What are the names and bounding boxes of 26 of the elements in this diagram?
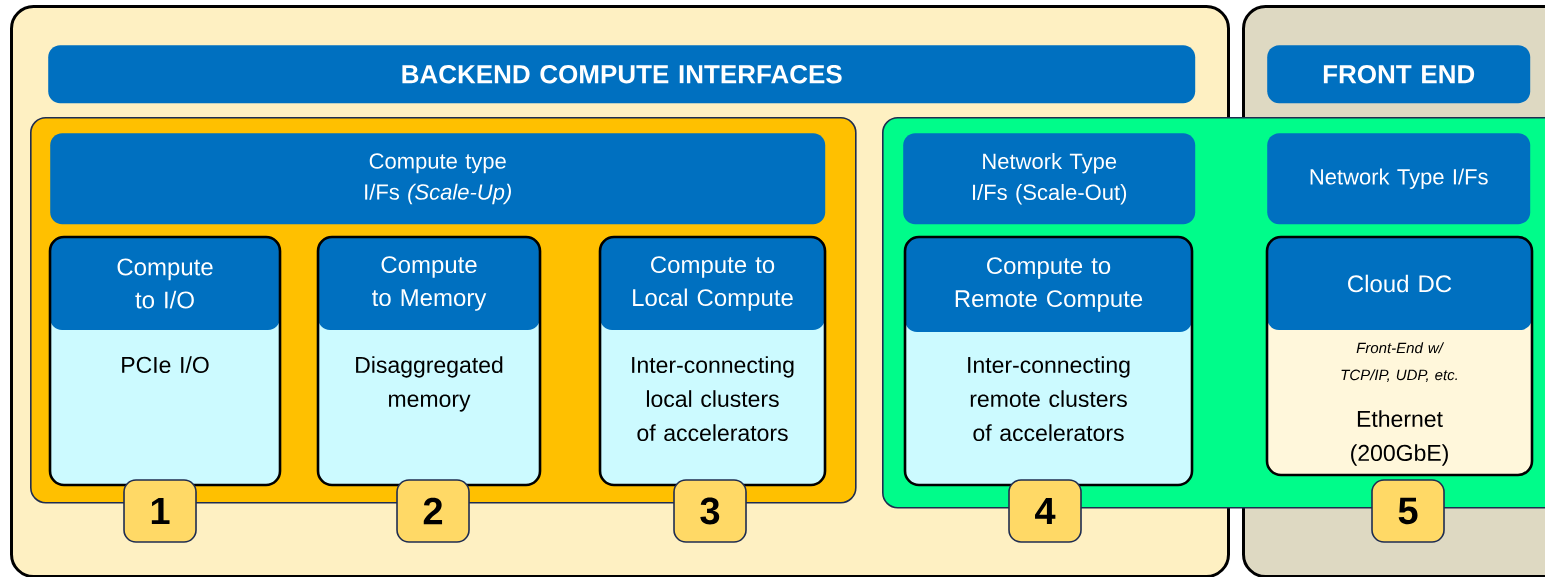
card xyxy=(1265,235,1534,477)
header-bar: Network Type I/Fs xyxy=(1267,133,1531,225)
card-title: Compute to Local Compute xyxy=(633,256,793,311)
card-title: Compute to Memory xyxy=(372,256,487,311)
title-bar: FRONT END xyxy=(1267,45,1531,104)
card-text: Ethernet (200GbE) xyxy=(1351,410,1448,466)
number-badge: 4 xyxy=(1008,479,1082,543)
title-bar: BACKEND COMPUTE INTERFACES xyxy=(48,45,1196,104)
card-title: Compute to I/O xyxy=(117,258,213,309)
card xyxy=(903,235,1194,487)
card-title: Compute to Remote Compute xyxy=(955,257,1143,312)
number-badge: 1 xyxy=(123,479,197,543)
card-text: Disaggregated memory xyxy=(356,356,503,412)
header-bar: Network Type I/Fs (Scale-Out) xyxy=(903,133,1196,225)
card-text: Front-End w/ TCP/IP, UDP, etc. xyxy=(1341,342,1457,382)
card-text: Inter-connecting local clusters of accelerators xyxy=(632,356,794,442)
card xyxy=(598,235,827,487)
number-badge: 5 xyxy=(1371,479,1445,543)
number-badge: 2 xyxy=(396,479,470,543)
card-text: Inter-connecting remote clusters of accelerators xyxy=(968,356,1130,442)
card xyxy=(316,235,542,487)
card-text: PCIe I/O xyxy=(122,356,209,374)
header-bar: Compute type I/Fs (Scale-Up) xyxy=(50,133,826,225)
card-title: Cloud DC xyxy=(1348,274,1452,293)
number-badge: 3 xyxy=(673,479,747,543)
card xyxy=(48,235,282,487)
